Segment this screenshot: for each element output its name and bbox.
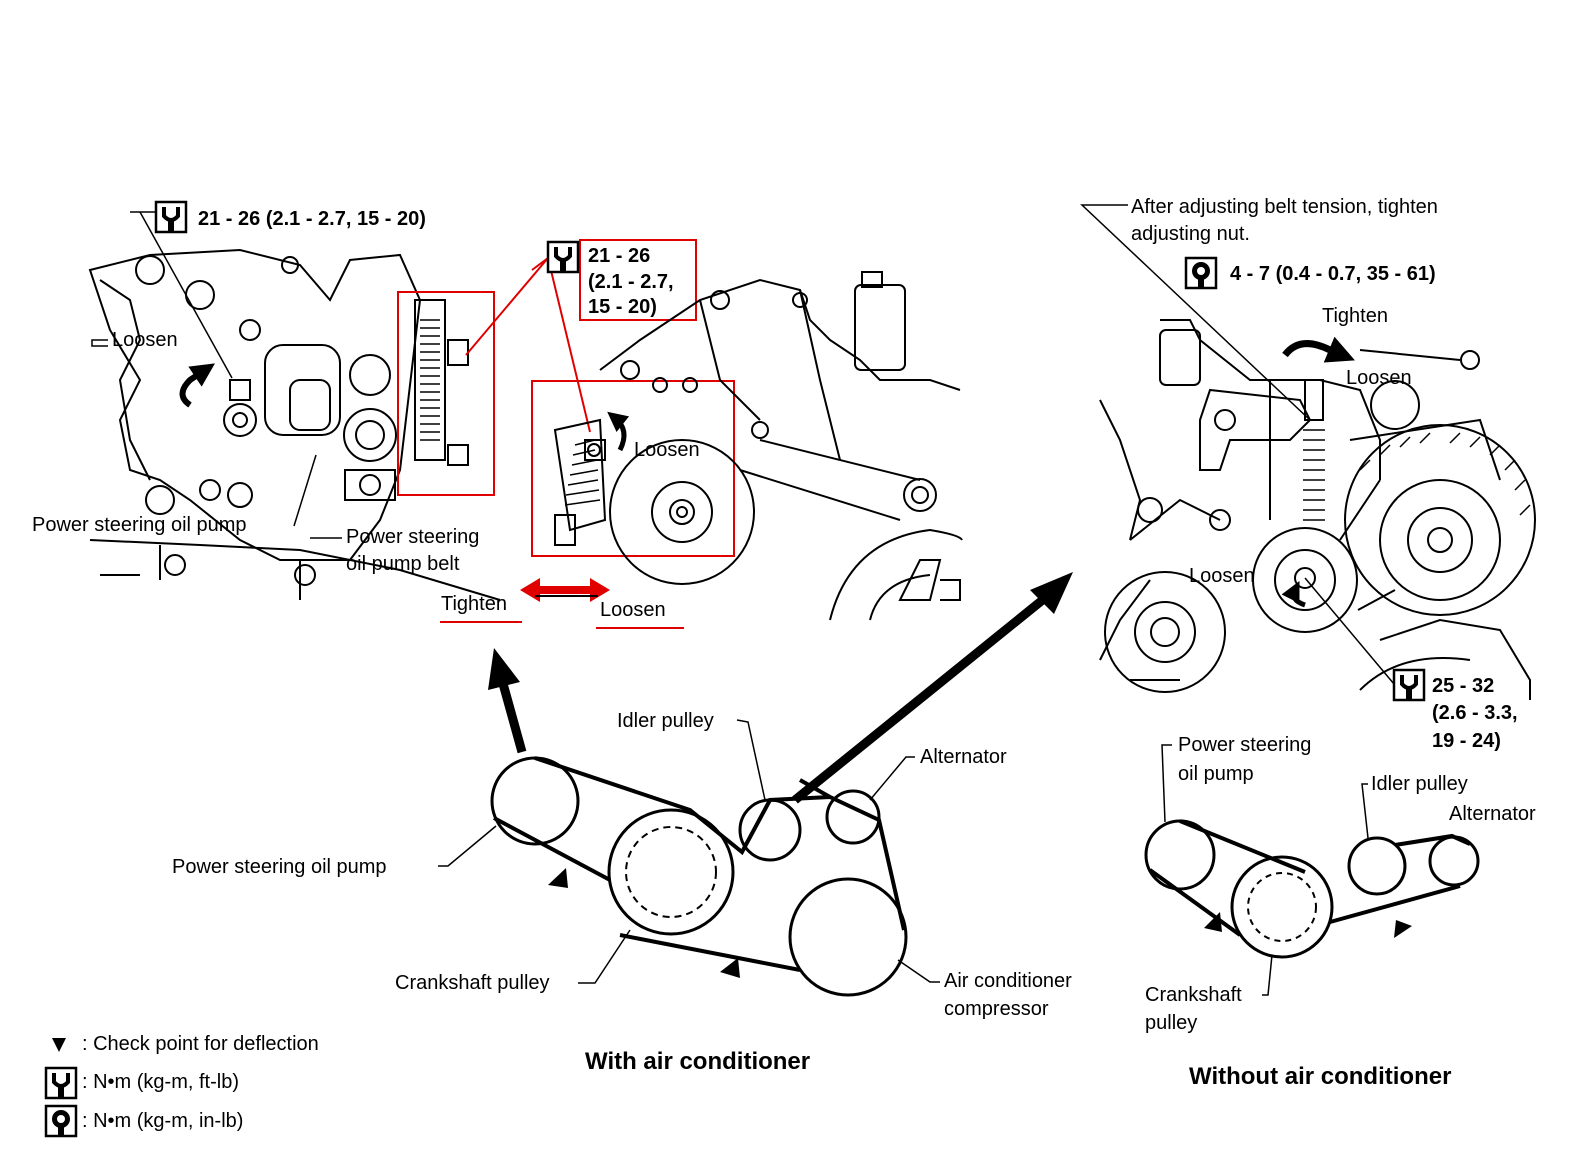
without-ac-belt-diagram: Power steering oil pump Idler pulley Alt… bbox=[1144, 734, 1536, 1090]
torque-right-line3: 19 - 24) bbox=[1432, 730, 1501, 752]
ac-idler-label: Idler pulley bbox=[617, 710, 714, 732]
arrow-to-left-detail-icon bbox=[497, 678, 527, 754]
ac-compressor-label-1: Air conditioner bbox=[944, 970, 1072, 992]
noac-alternator-pulley bbox=[1428, 835, 1480, 887]
leader-line bbox=[1304, 577, 1395, 685]
torque-right-line2: (2.6 - 3.3, bbox=[1432, 702, 1518, 724]
leader-line bbox=[578, 929, 631, 984]
check-point-marker-icon bbox=[548, 868, 568, 888]
leader-line bbox=[1262, 954, 1273, 996]
torque-right-line1: 25 - 32 bbox=[1432, 675, 1494, 697]
tighten-loosen-arrow-icon bbox=[520, 578, 610, 602]
loosen-label-mid: Loosen bbox=[634, 439, 700, 461]
highlight-belt-box bbox=[397, 291, 495, 496]
wrench-icon bbox=[546, 240, 580, 274]
leader-line bbox=[91, 339, 108, 347]
ps-belt-label-line2: oil pump belt bbox=[346, 553, 460, 575]
ac-caption: With air conditioner bbox=[585, 1048, 810, 1075]
leader-line bbox=[438, 825, 497, 867]
wrench-icon bbox=[1392, 668, 1426, 702]
noac-ps-label-1: Power steering bbox=[1178, 734, 1311, 756]
rotate-arrow-left-icon bbox=[179, 363, 215, 408]
top-left-labels: 21 - 26 (2.1 - 2.7, 15 - 20) 21 - 26 (2.… bbox=[32, 200, 700, 621]
ac-ps-label: Power steering oil pump bbox=[172, 856, 387, 878]
ps-pump-label: Power steering oil pump bbox=[32, 514, 247, 536]
loosen-label-right-1: Loosen bbox=[1346, 367, 1412, 389]
wrench-small-icon bbox=[1184, 256, 1218, 290]
torque-label-2-line2: (2.1 - 2.7, bbox=[588, 271, 674, 293]
wrench-icon bbox=[154, 200, 188, 234]
leader-line bbox=[293, 454, 317, 527]
leader-line bbox=[897, 959, 940, 983]
legend: : Check point for deflection : N•m (kg-m… bbox=[44, 1033, 319, 1138]
noac-idler-pulley bbox=[1347, 836, 1407, 896]
noac-caption: Without air conditioner bbox=[1189, 1063, 1451, 1090]
ac-compressor-label-2: compressor bbox=[944, 998, 1049, 1020]
tighten-label-right: Tighten bbox=[1322, 305, 1388, 327]
check-point-marker-icon bbox=[720, 958, 740, 978]
crank-pulley bbox=[607, 808, 735, 936]
note-line-2: adjusting nut. bbox=[1131, 223, 1250, 245]
belt-teeth bbox=[420, 319, 440, 441]
torque-label-2-line3: 15 - 20) bbox=[588, 296, 657, 318]
belt-path bbox=[493, 756, 906, 972]
wrench-icon bbox=[44, 1066, 78, 1100]
loosen-label-left: Loosen bbox=[112, 329, 178, 351]
loosen-label-bottom: Loosen bbox=[600, 599, 666, 621]
top-middle-mechanism bbox=[553, 271, 963, 621]
arrow-to-right-detail-icon bbox=[792, 594, 1048, 804]
tighten-arrow-icon bbox=[1282, 336, 1355, 363]
leader-line bbox=[139, 211, 233, 379]
top-right-labels: After adjusting belt tension, tighten ad… bbox=[1080, 196, 1518, 752]
with-ac-belt-diagram: Idler pulley Alternator Power steering o… bbox=[172, 710, 1072, 1075]
top-left-mechanism bbox=[88, 248, 501, 601]
idler-pulley bbox=[738, 798, 802, 862]
highlight-torque-box bbox=[579, 239, 697, 321]
triangle-marker-icon bbox=[52, 1038, 66, 1052]
noac-crank-label-2: pulley bbox=[1145, 1012, 1197, 1034]
alternator-pulley bbox=[825, 789, 881, 845]
leader-line bbox=[869, 756, 915, 801]
ac-alternator-label: Alternator bbox=[920, 746, 1007, 768]
check-point-marker-icon bbox=[1394, 920, 1412, 938]
torque-label-1: 21 - 26 (2.1 - 2.7, 15 - 20) bbox=[198, 208, 426, 230]
pointer-arrows bbox=[488, 572, 1073, 804]
highlight-adjuster-box bbox=[531, 380, 735, 557]
ps-belt-label-line1: Power steering bbox=[346, 526, 479, 548]
ac-crank-label: Crankshaft pulley bbox=[395, 972, 550, 994]
leader-line bbox=[1361, 783, 1369, 839]
ps-pump-pulley bbox=[490, 756, 580, 846]
ac-compressor-pulley bbox=[788, 877, 908, 997]
rotate-arrow-mid-icon bbox=[607, 411, 630, 452]
highlight-callout-lines bbox=[465, 255, 591, 433]
leader-line bbox=[1080, 204, 1311, 421]
check-point-marker-icon bbox=[1204, 912, 1222, 932]
legend-check: : Check point for deflection bbox=[82, 1033, 319, 1055]
noac-crank-label-1: Crankshaft bbox=[1145, 984, 1242, 1006]
noac-ps-label-2: oil pump bbox=[1178, 763, 1254, 785]
leader-line bbox=[1161, 744, 1172, 823]
legend-unit-2: : N•m (kg-m, in-lb) bbox=[82, 1110, 243, 1132]
noac-alternator-label: Alternator bbox=[1449, 803, 1536, 825]
top-right-mechanism bbox=[1099, 319, 1536, 700]
leader-line bbox=[736, 719, 766, 801]
rotate-arrow-right-icon bbox=[1281, 581, 1306, 608]
wrench-small-icon bbox=[44, 1104, 78, 1138]
torque-nut-label: 4 - 7 (0.4 - 0.7, 35 - 61) bbox=[1230, 263, 1436, 285]
note-line-1: After adjusting belt tension, tighten bbox=[1131, 196, 1438, 218]
noac-idler-label: Idler pulley bbox=[1371, 773, 1468, 795]
legend-unit-1: : N•m (kg-m, ft-lb) bbox=[82, 1071, 239, 1093]
noac-belt-path bbox=[1148, 819, 1471, 937]
tighten-label: Tighten bbox=[441, 593, 507, 615]
noac-crank-pulley bbox=[1230, 855, 1334, 959]
torque-label-2-line1: 21 - 26 bbox=[588, 245, 650, 267]
loosen-label-right-2: Loosen bbox=[1189, 565, 1255, 587]
